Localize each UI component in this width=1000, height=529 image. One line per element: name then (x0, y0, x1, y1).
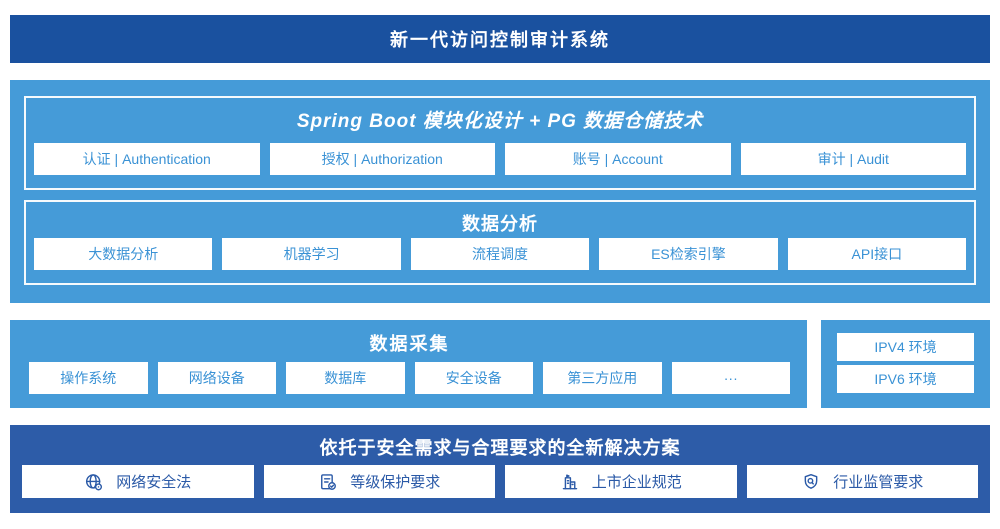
database-button[interactable]: 数据库 (286, 362, 405, 394)
authentication-button[interactable]: 认证 | Authentication (34, 143, 260, 175)
industry-regulation-button[interactable]: 行业监管要求 (746, 465, 978, 498)
analysis-box: 数据分析 大数据分析 机器学习 流程调度 ES检索引擎 API接口 (24, 200, 976, 285)
analysis-box-title: 数据分析 (462, 214, 538, 234)
third-party-app-button[interactable]: 第三方应用 (543, 362, 662, 394)
collection-title: 数据采集 (369, 334, 450, 354)
solution-item-label: 等级保护要求 (350, 474, 441, 491)
operating-system-button[interactable]: 操作系统 (29, 362, 148, 394)
document-check-icon (318, 472, 338, 492)
network-device-button[interactable]: 网络设备 (157, 362, 276, 394)
es-search-engine-button[interactable]: ES检索引擎 (599, 238, 778, 270)
shield-search-icon (801, 472, 821, 492)
globe-lock-icon (84, 472, 104, 492)
ipv4-environment-button[interactable]: IPV4 环境 (837, 333, 974, 361)
modules-button-row: 认证 | Authentication 授权 | Authorization 账… (34, 143, 966, 175)
account-button[interactable]: 账号 | Account (505, 143, 731, 175)
process-scheduling-button[interactable]: 流程调度 (410, 238, 590, 270)
classified-protection-button[interactable]: 等级保护要求 (263, 465, 495, 498)
solution-item-label: 上市企业规范 (591, 474, 682, 491)
solution-button-row: 网络安全法 等级保护要求 (22, 465, 978, 498)
solution-section: 依托于安全需求与合理要求的全新解决方案 网络安全法 (10, 425, 990, 513)
more-sources-button[interactable]: ··· (671, 362, 790, 394)
building-icon (560, 472, 580, 492)
modules-box-title: Spring Boot 模块化设计 + PG 数据仓储技术 (296, 111, 704, 132)
machine-learning-button[interactable]: 机器学习 (222, 238, 401, 270)
modules-box: Spring Boot 模块化设计 + PG 数据仓储技术 认证 | Authe… (24, 96, 976, 190)
ipv6-environment-button[interactable]: IPV6 环境 (837, 365, 974, 393)
big-data-analysis-button[interactable]: 大数据分析 (34, 238, 213, 270)
cybersecurity-law-button[interactable]: 网络安全法 (22, 465, 254, 498)
api-interface-button[interactable]: API接口 (787, 238, 967, 270)
authorization-button[interactable]: 授权 | Authorization (269, 143, 495, 175)
collection-section: 数据采集 操作系统 网络设备 数据库 安全设备 第三方应用 ··· (10, 320, 807, 408)
platform-section: Spring Boot 模块化设计 + PG 数据仓储技术 认证 | Authe… (10, 80, 990, 303)
collection-button-row: 操作系统 网络设备 数据库 安全设备 第三方应用 ··· (29, 362, 790, 394)
solution-title: 依托于安全需求与合理要求的全新解决方案 (319, 438, 681, 458)
analysis-button-row: 大数据分析 机器学习 流程调度 ES检索引擎 API接口 (34, 238, 967, 270)
security-device-button[interactable]: 安全设备 (414, 362, 533, 394)
listed-company-button[interactable]: 上市企业规范 (505, 465, 737, 498)
environments-box: IPV4 环境 IPV6 环境 (821, 320, 990, 408)
audit-button[interactable]: 审计 | Audit (740, 143, 966, 175)
solution-item-label: 网络安全法 (116, 474, 192, 491)
page-title: 新一代访问控制审计系统 (390, 30, 610, 50)
banner: 新一代访问控制审计系统 (10, 15, 990, 63)
solution-item-label: 行业监管要求 (833, 474, 924, 491)
